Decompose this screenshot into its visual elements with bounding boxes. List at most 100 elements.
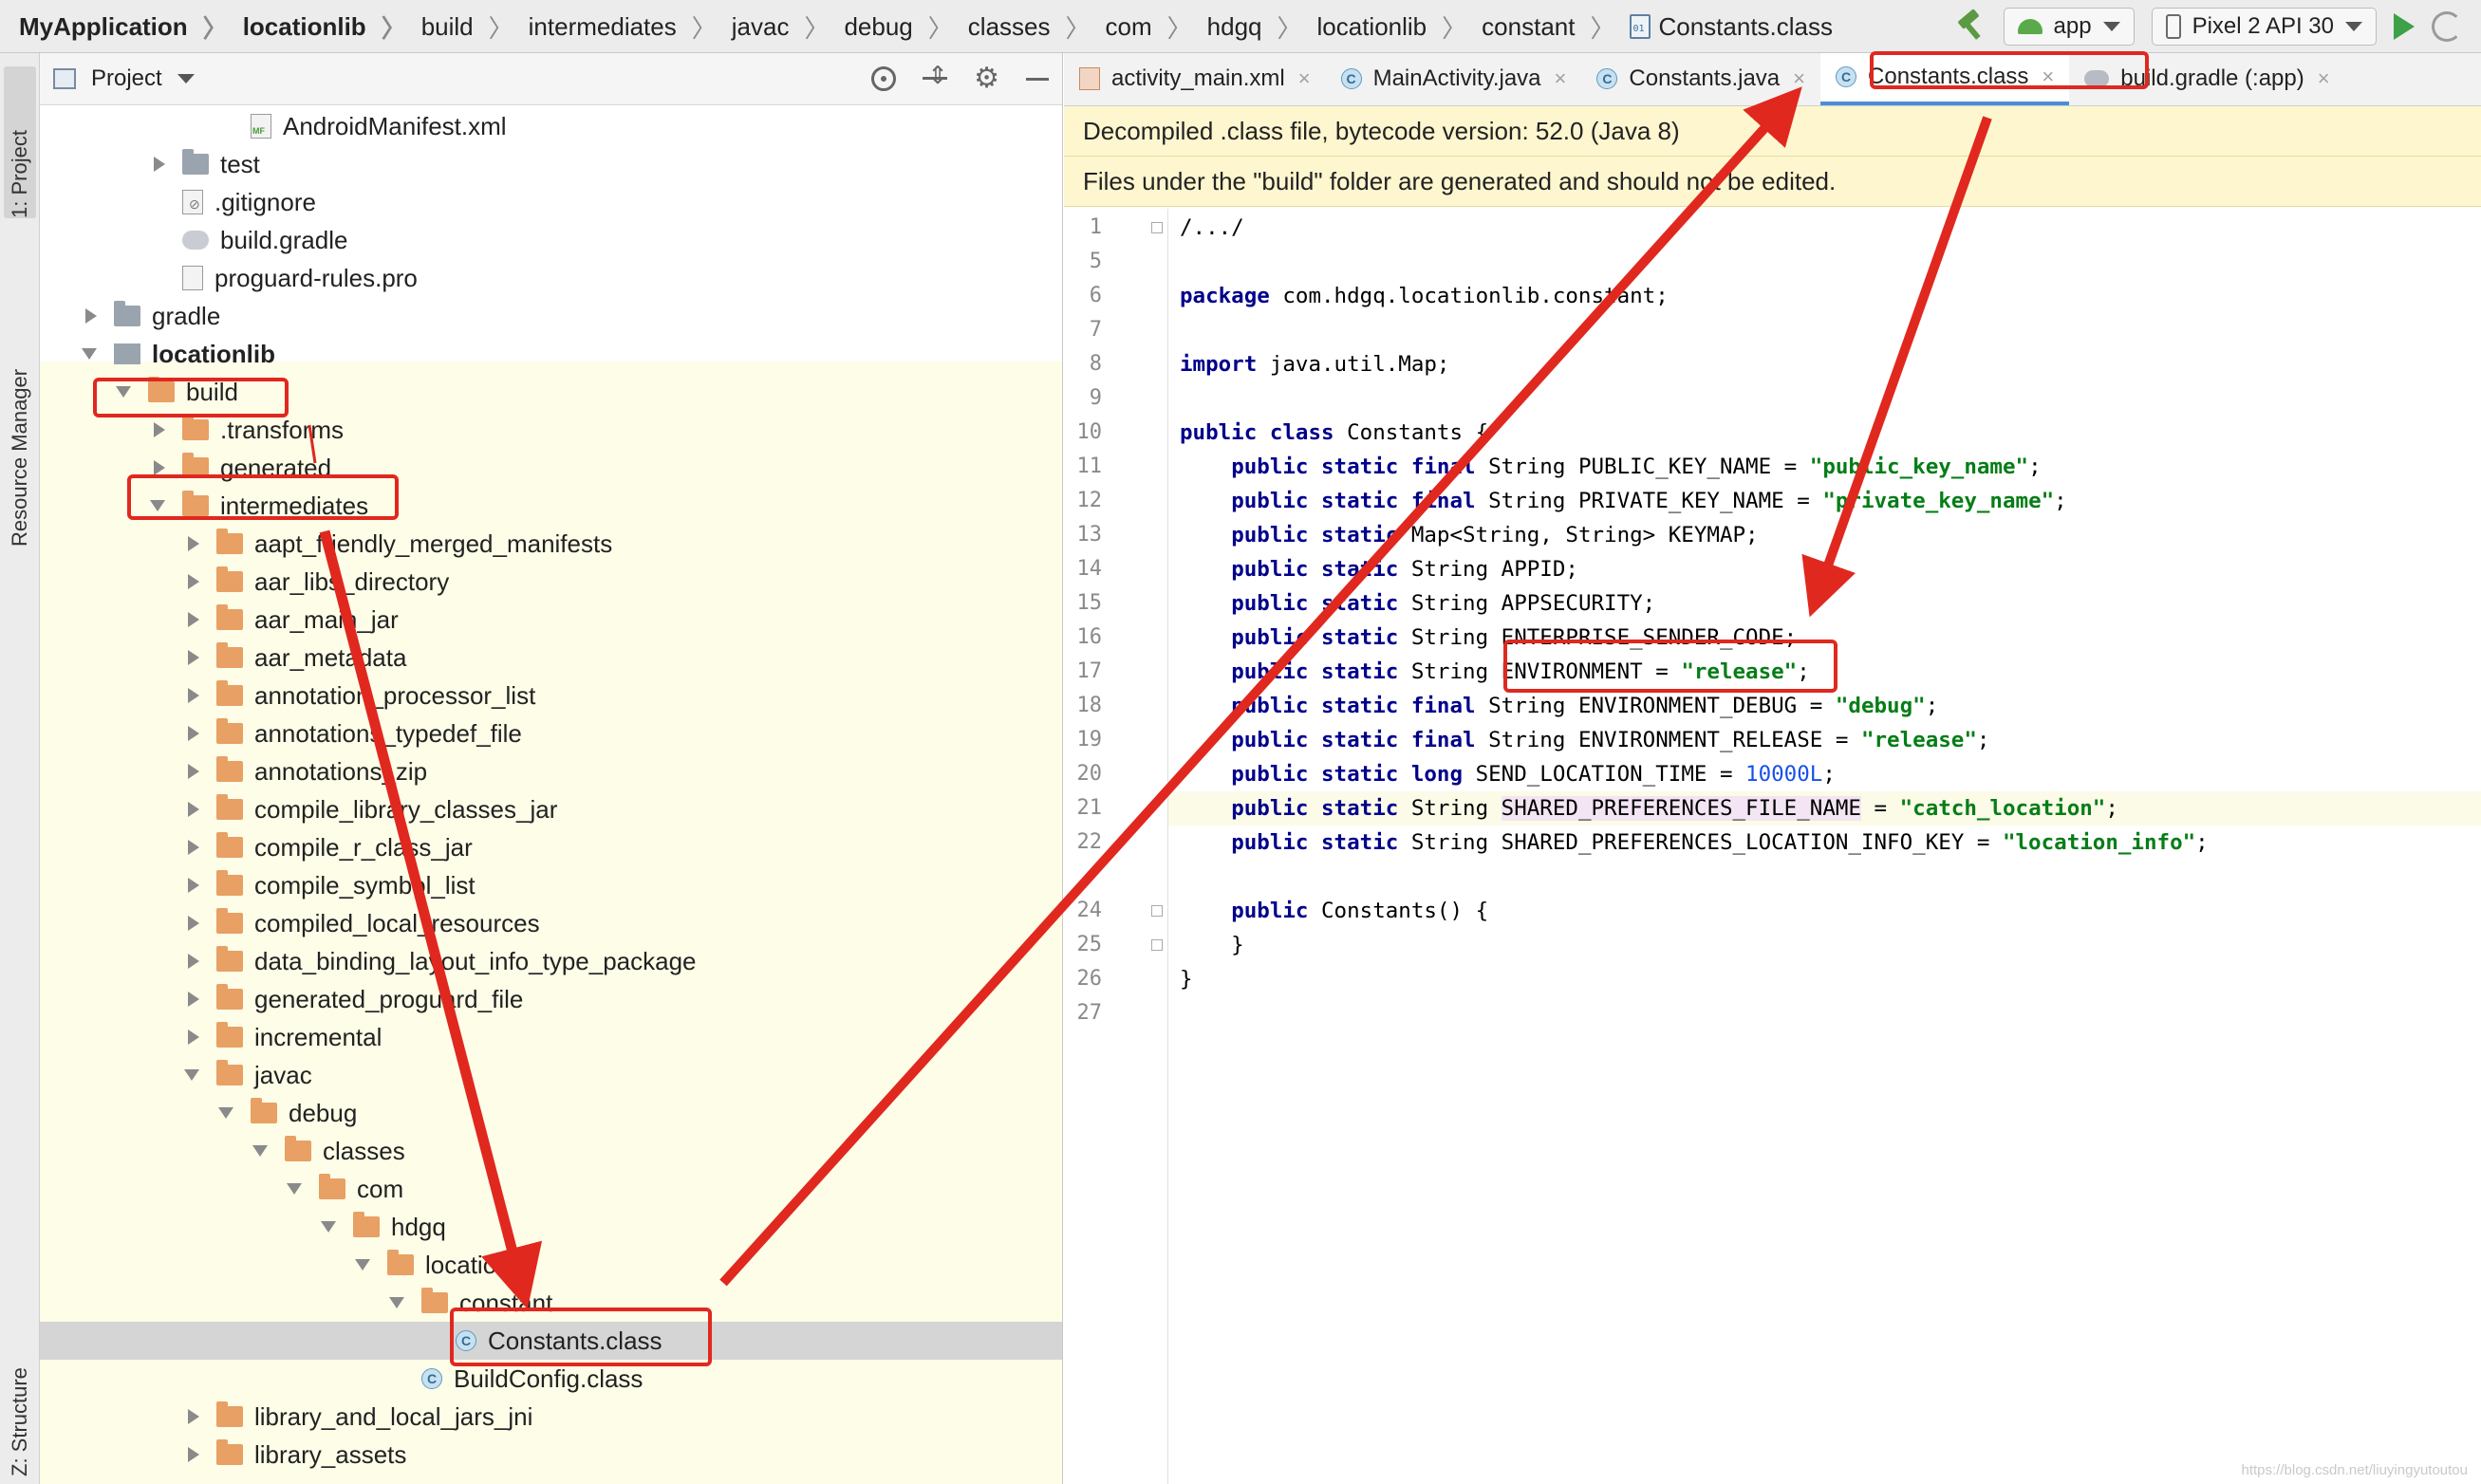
fold-marker-icon[interactable] <box>1151 905 1163 917</box>
breadcrumb-item[interactable]: constant〉 <box>1482 9 1630 45</box>
tree-item[interactable]: classes <box>40 1132 1062 1170</box>
collapse-arrow-icon[interactable] <box>389 1297 404 1308</box>
tab-project[interactable]: 1: Project <box>4 66 36 218</box>
tree-item[interactable]: aapt_friendly_merged_manifests <box>40 525 1062 563</box>
run-play-icon[interactable] <box>2394 13 2415 40</box>
breadcrumb-item[interactable]: locationlib〉 <box>243 9 421 45</box>
tree-item[interactable]: test <box>40 145 1062 183</box>
code-line[interactable]: import java.util.Map; <box>1180 347 1449 381</box>
collapse-all-icon[interactable] <box>923 61 948 91</box>
breadcrumb-item[interactable]: classes〉 <box>968 9 1106 45</box>
collapse-arrow-icon[interactable] <box>287 1183 302 1195</box>
tab-structure[interactable]: Z: Structure <box>4 1287 36 1476</box>
expand-arrow-icon[interactable] <box>188 1447 199 1462</box>
expand-arrow-icon[interactable] <box>188 954 199 969</box>
breadcrumb-item[interactable]: com〉 <box>1106 9 1207 45</box>
tree-item[interactable]: compile_library_classes_jar <box>40 790 1062 828</box>
close-icon[interactable]: × <box>2042 65 2055 88</box>
tree-item[interactable]: compile_symbol_list <box>40 866 1062 904</box>
breadcrumb-item[interactable]: hdgq〉 <box>1207 9 1317 45</box>
code-line[interactable]: public static String APPSECURITY; <box>1180 586 1655 621</box>
tree-item[interactable]: com <box>40 1170 1062 1208</box>
tree-item[interactable]: annotations_typedef_file <box>40 714 1062 752</box>
tab-resource-manager[interactable]: Resource Manager <box>4 252 36 547</box>
breadcrumb-item[interactable]: intermediates〉 <box>529 9 732 45</box>
tree-item[interactable]: annotations_zip <box>40 752 1062 790</box>
tree-item[interactable]: gradle <box>40 297 1062 335</box>
expand-arrow-icon[interactable] <box>188 574 199 589</box>
code-line[interactable]: } <box>1180 962 1193 996</box>
tree-item[interactable]: .gitignore <box>40 183 1062 221</box>
tree-item[interactable]: proguard-rules.pro <box>40 259 1062 297</box>
expand-arrow-icon[interactable] <box>188 802 199 817</box>
apply-changes-icon[interactable] <box>2432 11 2462 42</box>
tree-item[interactable]: generated_proguard_file <box>40 980 1062 1018</box>
tree-item[interactable]: compile_r_class_jar <box>40 828 1062 866</box>
expand-arrow-icon[interactable] <box>154 422 165 437</box>
code-line[interactable]: package com.hdgq.locationlib.constant; <box>1180 279 1669 313</box>
collapse-arrow-icon[interactable] <box>252 1145 268 1157</box>
close-icon[interactable]: × <box>1554 66 1567 90</box>
code-line[interactable]: public class Constants { <box>1180 416 1488 450</box>
code-line[interactable]: /.../ <box>1180 211 1244 245</box>
expand-arrow-icon[interactable] <box>85 308 97 324</box>
tab[interactable]: build.gradle (:app)× <box>2069 53 2344 105</box>
tree-item[interactable]: aar_main_jar <box>40 601 1062 639</box>
tree-item[interactable]: debug <box>40 1094 1062 1132</box>
expand-arrow-icon[interactable] <box>188 726 199 741</box>
code-line[interactable]: public static Map<String, String> KEYMAP… <box>1180 518 1758 552</box>
code-line[interactable]: public static final String PRIVATE_KEY_N… <box>1180 484 2067 518</box>
tree-item[interactable]: intermediates <box>40 487 1062 525</box>
code-line[interactable]: public Constants() { <box>1180 894 1488 928</box>
tree-item[interactable]: library_assets <box>40 1436 1062 1474</box>
tab[interactable]: activity_main.xml× <box>1064 53 1326 105</box>
tree-item[interactable]: locationlib <box>40 1246 1062 1284</box>
chevron-down-icon[interactable] <box>177 74 195 83</box>
code-line[interactable]: public static final String PUBLIC_KEY_NA… <box>1180 450 2041 484</box>
hide-panel-icon[interactable] <box>1026 77 1049 81</box>
breadcrumb-item[interactable]: build〉 <box>421 9 529 45</box>
expand-arrow-icon[interactable] <box>188 612 199 627</box>
expand-arrow-icon[interactable] <box>188 650 199 665</box>
expand-arrow-icon[interactable] <box>188 1409 199 1424</box>
tree-item[interactable]: incremental <box>40 1018 1062 1056</box>
expand-arrow-icon[interactable] <box>188 536 199 551</box>
tree-item[interactable]: library_and_local_jars_jni <box>40 1398 1062 1436</box>
tree-item[interactable]: aar_libs_directory <box>40 563 1062 601</box>
code-line[interactable]: public static String SHARED_PREFERENCES_… <box>1180 791 2118 825</box>
collapse-arrow-icon[interactable] <box>150 500 165 511</box>
build-hammer-icon[interactable] <box>1954 10 1987 43</box>
project-panel-title[interactable]: Project <box>91 65 162 91</box>
fold-marker-icon[interactable] <box>1151 222 1163 233</box>
code-line[interactable]: public static final String ENVIRONMENT_D… <box>1180 689 1938 723</box>
tree-item[interactable]: AndroidManifest.xml <box>40 107 1062 145</box>
expand-arrow-icon[interactable] <box>188 916 199 931</box>
tree-item[interactable]: locationlib <box>40 335 1062 373</box>
breadcrumb-item[interactable]: Constants.class <box>1630 12 1833 42</box>
breadcrumb-item[interactable]: debug〉 <box>844 9 967 45</box>
collapse-arrow-icon[interactable] <box>355 1259 370 1271</box>
expand-arrow-icon[interactable] <box>188 1030 199 1045</box>
gear-icon[interactable]: ⚙ <box>974 63 999 94</box>
code-line[interactable]: public static final String ENVIRONMENT_R… <box>1180 723 1989 757</box>
collapse-arrow-icon[interactable] <box>116 386 131 398</box>
breadcrumb-item[interactable]: MyApplication〉 <box>19 9 243 45</box>
expand-arrow-icon[interactable] <box>188 992 199 1007</box>
code-line[interactable]: public static long SEND_LOCATION_TIME = … <box>1180 757 1836 791</box>
tree-item[interactable]: .transforms <box>40 411 1062 449</box>
run-configuration-dropdown[interactable]: app <box>2003 8 2135 46</box>
expand-arrow-icon[interactable] <box>188 764 199 779</box>
expand-arrow-icon[interactable] <box>188 840 199 855</box>
locate-file-icon[interactable] <box>871 66 897 91</box>
code-line[interactable]: public static String APPID; <box>1180 552 1578 586</box>
expand-arrow-icon[interactable] <box>154 157 165 172</box>
expand-arrow-icon[interactable] <box>188 688 199 703</box>
fold-marker-icon[interactable] <box>1151 939 1163 951</box>
collapse-arrow-icon[interactable] <box>321 1221 336 1233</box>
tree-item[interactable]: annotation_processor_list <box>40 677 1062 714</box>
collapse-arrow-icon[interactable] <box>184 1069 199 1081</box>
